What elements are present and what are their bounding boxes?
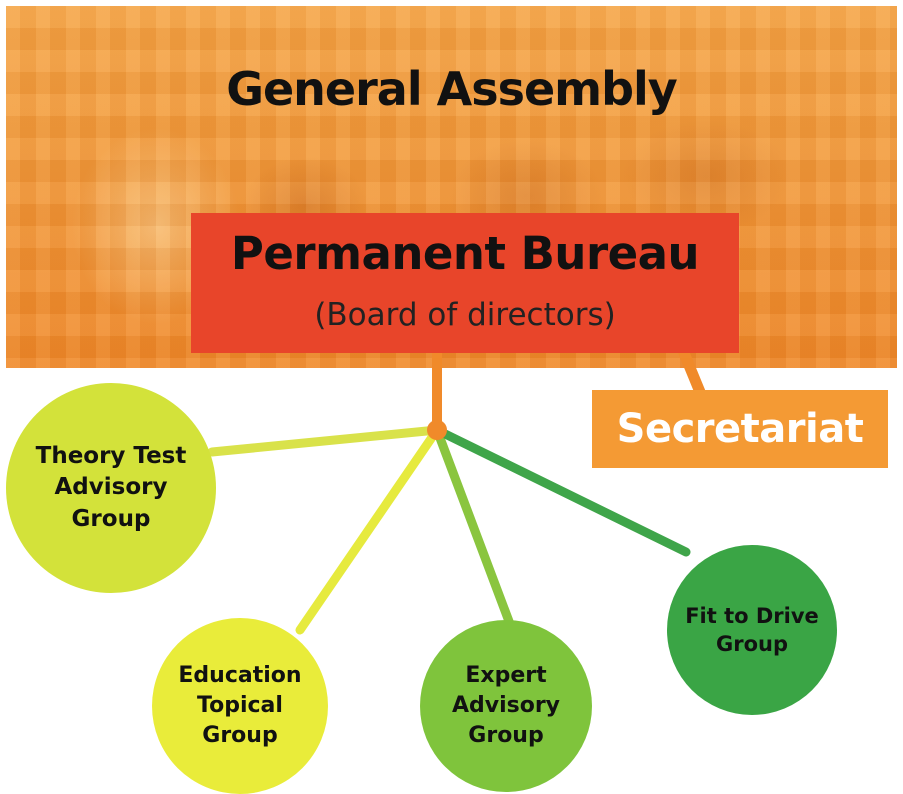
general-assembly-banner [6,6,897,368]
expert-advisory-group-label: Expert Advisory Group [451,663,561,748]
hub-to-theory-line [207,425,442,457]
theory-test-advisory-group-label: Theory Test Advisory Group [35,443,187,532]
education-topical-group-node: Education Topical Group [152,618,328,794]
hub-to-education-line [295,425,442,635]
secretariat-label: Secretariat [616,406,864,452]
hub-to-fit-line [432,425,691,557]
education-topical-group-label: Education Topical Group [178,663,302,748]
theory-test-advisory-group-node: Theory Test Advisory Group [6,383,216,593]
general-assembly-title: General Assembly [226,62,678,116]
bureau-to-secretariat-line [678,347,706,398]
permanent-bureau-subtitle: (Board of directors) [314,297,616,333]
permanent-bureau-box: Permanent Bureau (Board of directors) [191,213,739,353]
secretariat-box: Secretariat [592,390,888,468]
permanent-bureau-title: Permanent Bureau [230,227,700,280]
fit-to-drive-group-label: Fit to Drive Group [685,603,819,656]
fit-to-drive-group-node: Fit to Drive Group [667,545,837,715]
hub-node [427,420,447,440]
expert-advisory-group-node: Expert Advisory Group [420,620,592,792]
hub-to-expert-line [432,425,515,629]
